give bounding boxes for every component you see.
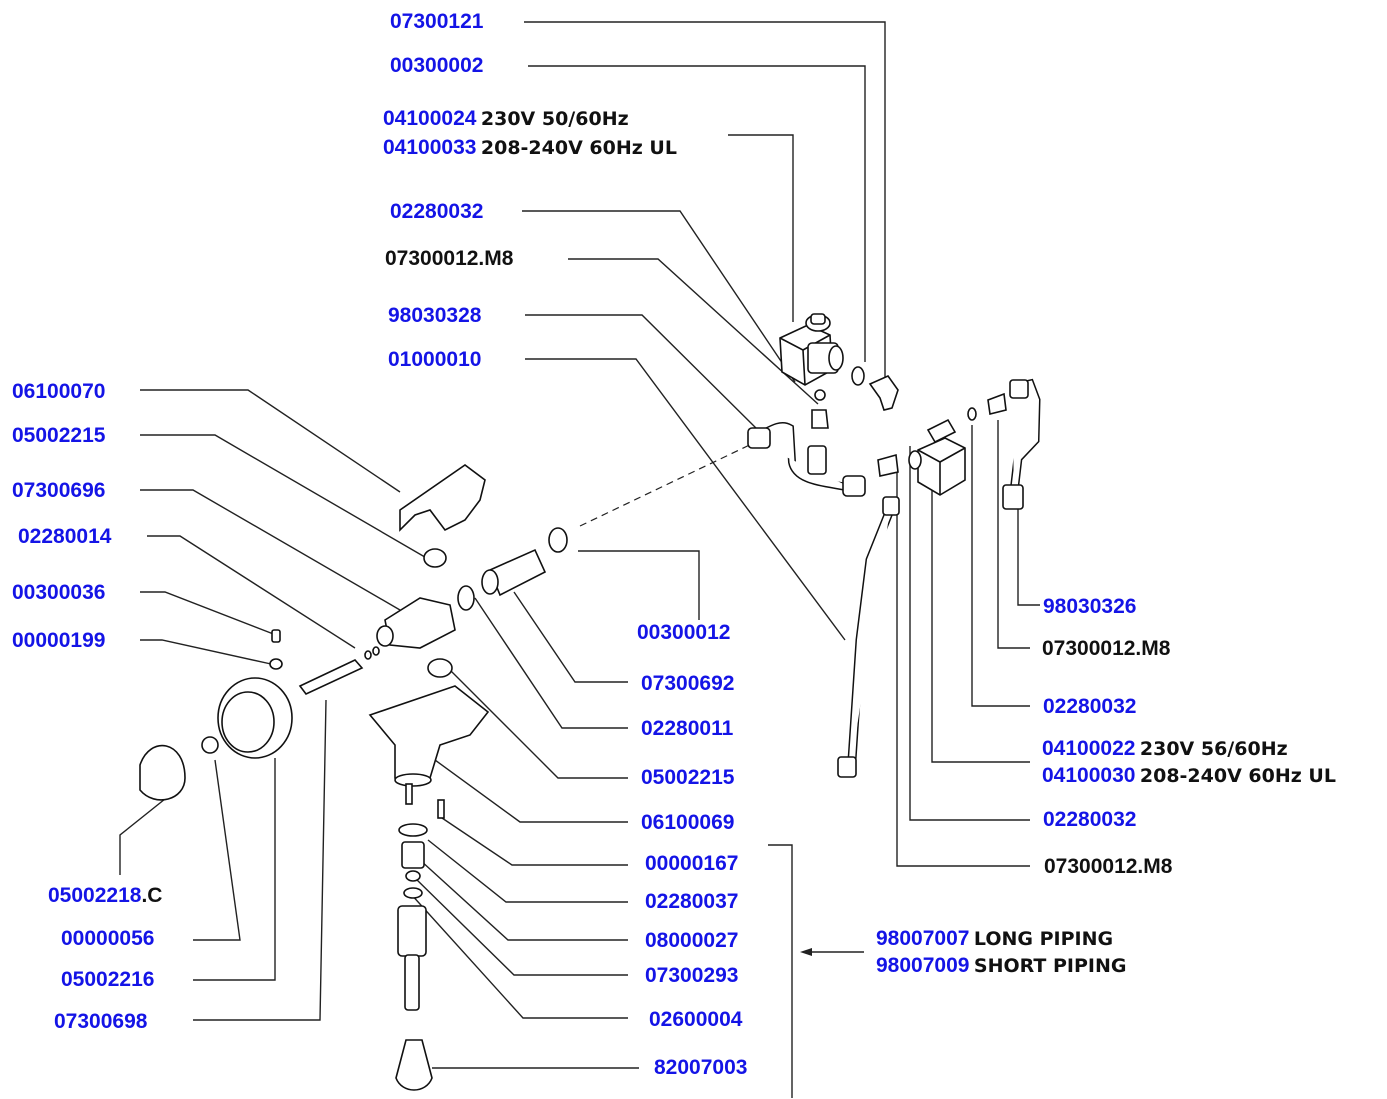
part-code-05002216: 05002216 (61, 968, 155, 991)
pipe-nut-right (842, 475, 866, 497)
part-code-04100024: 04100024 (383, 107, 477, 130)
part-code-98030328: 98030328 (388, 304, 482, 327)
pin-00300036 (271, 629, 281, 643)
oring-right (967, 407, 977, 421)
fitting-right-2 (987, 392, 1007, 415)
part-code-04100030: 04100030 (1042, 764, 1136, 787)
oring-top (814, 389, 826, 401)
tip-82007003 (395, 1039, 433, 1091)
fitting-07300692 (488, 548, 547, 597)
part-row-04100033: 04100033 208-240V 60Hz UL (383, 136, 677, 163)
pipe-tee (807, 445, 827, 475)
part-code-98007009: 98007009 (876, 954, 970, 977)
cover-06100070 (399, 464, 486, 532)
part-code-07300012-top: 07300012.M8 (385, 247, 514, 270)
part-row-04100022: 04100022 230V 56/60Hz (1042, 737, 1288, 764)
piping-arrow (800, 948, 864, 956)
oring-02280011 (457, 585, 475, 611)
body-06100069 (368, 685, 490, 779)
part-code-02280011: 02280011 (641, 717, 734, 740)
cap-05002218 (139, 744, 186, 801)
cap-05002215-mid (427, 658, 453, 678)
part-code-00300036: 00300036 (12, 581, 106, 604)
nut-00300012 (548, 527, 568, 553)
part-desc-04100033: 208-240V 60Hz UL (480, 137, 677, 159)
oring-02280037 (398, 823, 428, 837)
part-code-02280032-top: 02280032 (390, 200, 484, 223)
screw-left (405, 783, 413, 805)
part-code-06100069: 06100069 (641, 811, 735, 834)
part-code-02280032-r1: 02280032 (1043, 695, 1137, 718)
part-code-00300002: 00300002 (390, 54, 484, 77)
part-code-07300012-r1: 07300012.M8 (1042, 637, 1171, 660)
part-code-07300698: 07300698 (54, 1010, 148, 1033)
leader-lines (119, 21, 1040, 1098)
part-desc-98007007: LONG PIPING (973, 928, 1114, 950)
part-code-01000010: 01000010 (388, 348, 482, 371)
fitting-top (811, 409, 829, 429)
part-code-05002215-mid: 05002215 (641, 766, 735, 789)
part-code-98007007: 98007007 (876, 927, 970, 950)
part-code-02280032-r2: 02280032 (1043, 808, 1137, 831)
part-code-98030326: 98030326 (1043, 595, 1137, 618)
part-code-06100070: 06100070 (12, 380, 106, 403)
part-code-05002218: 05002218 (48, 884, 142, 907)
nut-00000056 (201, 736, 219, 754)
body-07300696 (384, 597, 456, 649)
solenoid-valve-right (908, 418, 966, 496)
part-code-00300012: 00300012 (637, 621, 731, 644)
part-desc-04100024: 230V 50/60Hz (480, 108, 629, 130)
part-desc-04100022: 230V 56/60Hz (1139, 738, 1288, 760)
part-row-98007009: 98007009 SHORT PIPING (876, 954, 1126, 981)
part-code-05002215-left: 05002215 (12, 424, 106, 447)
part-code-04100022: 04100022 (1042, 737, 1136, 760)
parts (139, 313, 1041, 1091)
part-code-02280014: 02280014 (18, 525, 112, 548)
part-row-04100024: 04100024 230V 50/60Hz (383, 107, 629, 134)
part-desc-98007009: SHORT PIPING (973, 955, 1127, 977)
part-row-04100030: 04100030 208-240V 60Hz UL (1042, 764, 1336, 791)
pipe-nut-left (747, 427, 771, 449)
part-desc-04100030: 208-240V 60Hz UL (1139, 765, 1336, 787)
nozzle-body (397, 905, 427, 957)
part-code-02280037: 02280037 (645, 890, 739, 913)
spring-08000027 (401, 841, 425, 869)
fitting-07300293 (405, 870, 421, 882)
assembly-dash-line (579, 439, 761, 527)
part-code-00000167: 00000167 (645, 852, 739, 875)
part-suffix-05002218: .C (141, 884, 163, 907)
part-code-00000199: 00000199 (12, 629, 106, 652)
part-row-98007007: 98007007 LONG PIPING (876, 927, 1113, 954)
part-code-07300121: 07300121 (390, 10, 484, 33)
part-code-02600004: 02600004 (649, 1008, 743, 1031)
solenoid-valve-top (779, 313, 844, 386)
fitting-right-1 (877, 453, 899, 477)
part-code-07300696: 07300696 (12, 479, 106, 502)
nut-00000199 (269, 658, 283, 670)
cap-05002215-left (423, 548, 447, 568)
screw-00000167 (437, 799, 445, 819)
nut-00300002 (851, 366, 865, 386)
shaft-07300698 (298, 659, 364, 695)
part-code-07300692: 07300692 (641, 672, 735, 695)
part-code-04100033: 04100033 (383, 136, 477, 159)
part-code-07300012-r2: 07300012.M8 (1044, 855, 1173, 878)
part-code-82007003: 82007003 (654, 1056, 748, 1079)
washer-02280014 (364, 650, 372, 660)
part-code-07300293: 07300293 (645, 964, 739, 987)
elbow-07300121 (868, 375, 899, 411)
part-row-05002218: 05002218.C (48, 884, 162, 911)
oring-02600004 (403, 887, 423, 899)
part-code-00000056: 00000056 (61, 927, 155, 950)
part-code-08000027: 08000027 (645, 929, 739, 952)
